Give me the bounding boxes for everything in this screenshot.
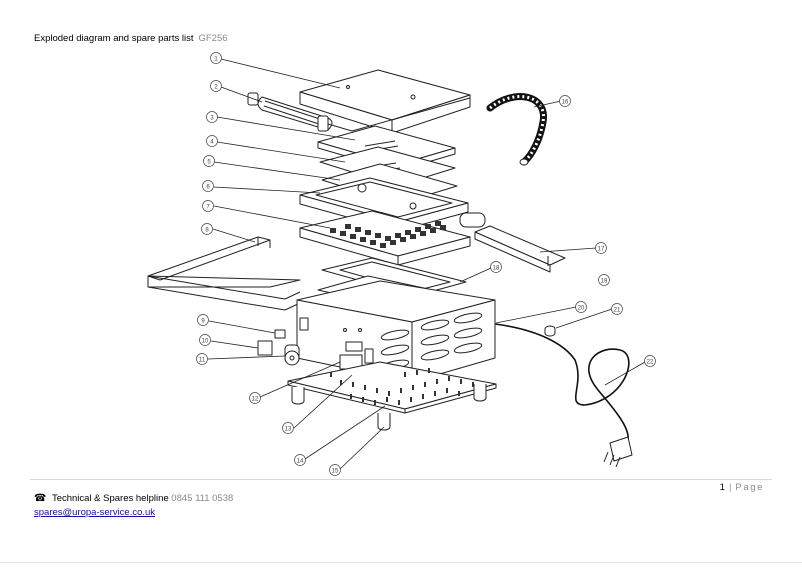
callout-2: 2: [210, 80, 222, 92]
footer-divider: [30, 479, 772, 480]
callout-8: 8: [201, 223, 213, 235]
callout-6: 6: [202, 180, 214, 192]
part-switches: [257, 329, 300, 366]
part-base-plate: [287, 361, 497, 414]
page-number: 1: [719, 482, 725, 493]
helpline-number: 0845 111 0538: [171, 493, 234, 504]
svg-text:12: 12: [252, 397, 259, 403]
svg-text:11: 11: [199, 358, 206, 364]
callout-4: 4: [206, 135, 218, 147]
svg-text:19: 19: [601, 279, 608, 285]
svg-text:22: 22: [647, 360, 654, 366]
part-seal: [486, 93, 547, 166]
svg-text:18: 18: [493, 266, 500, 272]
base-holes: [330, 368, 474, 405]
callout-19: 19: [598, 274, 610, 286]
svg-text:8: 8: [205, 228, 209, 234]
page-word: Page: [735, 482, 764, 493]
page-separator: |: [728, 482, 732, 493]
callout-7: 7: [202, 200, 214, 212]
svg-text:16: 16: [562, 100, 569, 106]
title-text: Exploded diagram and spare parts list: [34, 33, 194, 44]
svg-text:3: 3: [210, 116, 214, 122]
callout-3: 3: [206, 111, 218, 123]
svg-text:21: 21: [614, 308, 621, 314]
svg-text:4: 4: [210, 140, 214, 146]
part-top-lid: [299, 69, 471, 134]
svg-text:20: 20: [578, 306, 585, 312]
svg-text:6: 6: [206, 185, 210, 191]
page-bottom-edge: [0, 562, 802, 563]
callout-20: 20: [575, 301, 587, 313]
callout-10: 10: [199, 334, 211, 346]
callout-11: 11: [196, 353, 208, 365]
svg-text:5: 5: [207, 160, 211, 166]
model-number: GF256: [198, 33, 228, 44]
part-side-arm: [474, 225, 566, 273]
part-drip-frame: [147, 236, 301, 311]
part-power-cord: [494, 323, 633, 468]
document-title: Exploded diagram and spare parts list GF2…: [34, 33, 228, 44]
svg-text:14: 14: [297, 459, 304, 465]
callout-14: 14: [294, 454, 306, 466]
callout-13: 13: [282, 422, 294, 434]
phone-icon: ☎: [34, 493, 47, 504]
callout-9: 9: [197, 314, 209, 326]
callout-18: 18: [490, 261, 502, 273]
vent-slots: [380, 312, 483, 371]
callout-22: 22: [644, 355, 656, 367]
helpline: ☎ Technical & Spares helpline 0845 111 0…: [34, 493, 233, 504]
spares-email-link[interactable]: spares@uropa-service.co.uk: [34, 507, 156, 518]
leader-lines: [207, 58, 646, 470]
svg-text:2: 2: [214, 85, 218, 91]
svg-text:9: 9: [201, 319, 205, 325]
svg-text:7: 7: [206, 205, 210, 211]
callouts: 1 2 3 4 5 6 7 8 9 10 11 12 13 14 15 16 1…: [196, 52, 656, 476]
svg-text:17: 17: [598, 247, 605, 253]
helpline-label: Technical & Spares helpline: [51, 493, 169, 504]
page-indicator: 1|Page: [720, 482, 764, 493]
callout-15: 15: [329, 464, 341, 476]
callout-17: 17: [595, 242, 607, 254]
callout-5: 5: [203, 155, 215, 167]
part-feet: [291, 384, 487, 431]
waffle-grid: [330, 221, 446, 248]
part-grommet: [544, 325, 556, 337]
part-waffle-plate: [299, 210, 486, 266]
callout-1: 1: [210, 52, 222, 64]
svg-text:10: 10: [202, 339, 209, 345]
svg-text:15: 15: [332, 469, 339, 475]
part-housing: [296, 280, 496, 383]
callout-21: 21: [611, 303, 623, 315]
callout-16: 16: [559, 95, 571, 107]
svg-text:13: 13: [285, 427, 292, 433]
callout-12: 12: [249, 392, 261, 404]
svg-text:1: 1: [214, 57, 218, 63]
